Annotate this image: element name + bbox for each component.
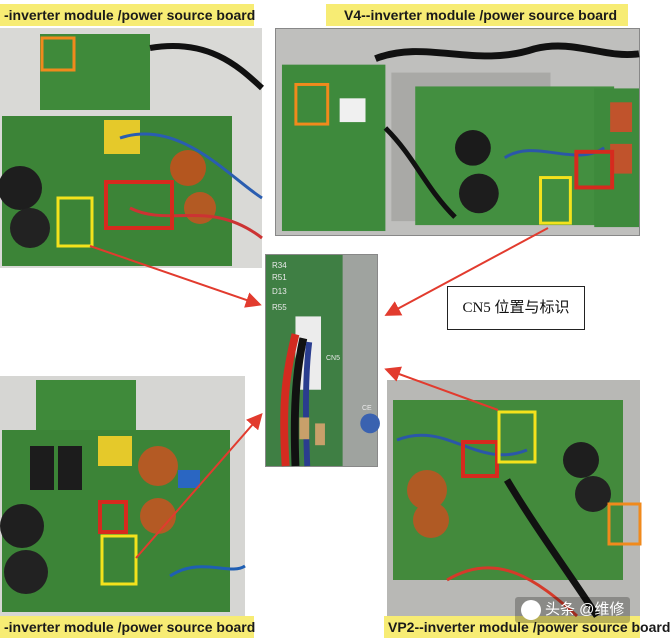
highlight-orange-box bbox=[294, 82, 330, 126]
board-photo-bottom-right bbox=[387, 380, 642, 618]
highlight-red-box bbox=[104, 180, 174, 230]
highlight-yellow-box bbox=[100, 534, 138, 586]
caption-top-right: V4--inverter module /power source board bbox=[326, 4, 628, 26]
highlight-red-box bbox=[461, 440, 499, 478]
watermark: 头条 @维修 bbox=[515, 597, 631, 623]
board-photo-top-right bbox=[275, 28, 640, 236]
caption-bottom-left: -inverter module /power source board bbox=[0, 616, 255, 638]
watermark-logo-icon bbox=[521, 600, 541, 620]
board-photo-top-left bbox=[0, 28, 265, 268]
caption-top-left: -inverter module /power source board bbox=[0, 4, 255, 26]
highlight-red-box bbox=[98, 500, 128, 534]
watermark-text: 头条 @维修 bbox=[545, 601, 625, 618]
highlight-orange-box bbox=[607, 502, 642, 546]
silkscreen-cn5: CN5 bbox=[326, 355, 341, 362]
cn5-position-label: CN5 位置与标识 bbox=[447, 286, 585, 330]
board-photo-bottom-left bbox=[0, 376, 246, 616]
highlight-orange-box bbox=[40, 36, 76, 72]
highlight-yellow-box bbox=[497, 410, 537, 464]
silkscreen-r51: R51 bbox=[272, 273, 287, 282]
highlight-yellow-box bbox=[56, 196, 94, 248]
silkscreen-ce: CE bbox=[362, 405, 372, 412]
silkscreen-d13: D13 bbox=[272, 287, 287, 296]
silkscreen-r34: R34 bbox=[272, 261, 287, 270]
highlight-yellow-box bbox=[539, 176, 572, 225]
cn5-closeup-photo: R34 R51 D13 R55 CN5 CE bbox=[265, 254, 380, 467]
highlight-red-box bbox=[574, 149, 615, 190]
caption-bottom-right: VP2--inverter module /power source board bbox=[384, 616, 670, 638]
silkscreen-r55: R55 bbox=[272, 303, 287, 312]
